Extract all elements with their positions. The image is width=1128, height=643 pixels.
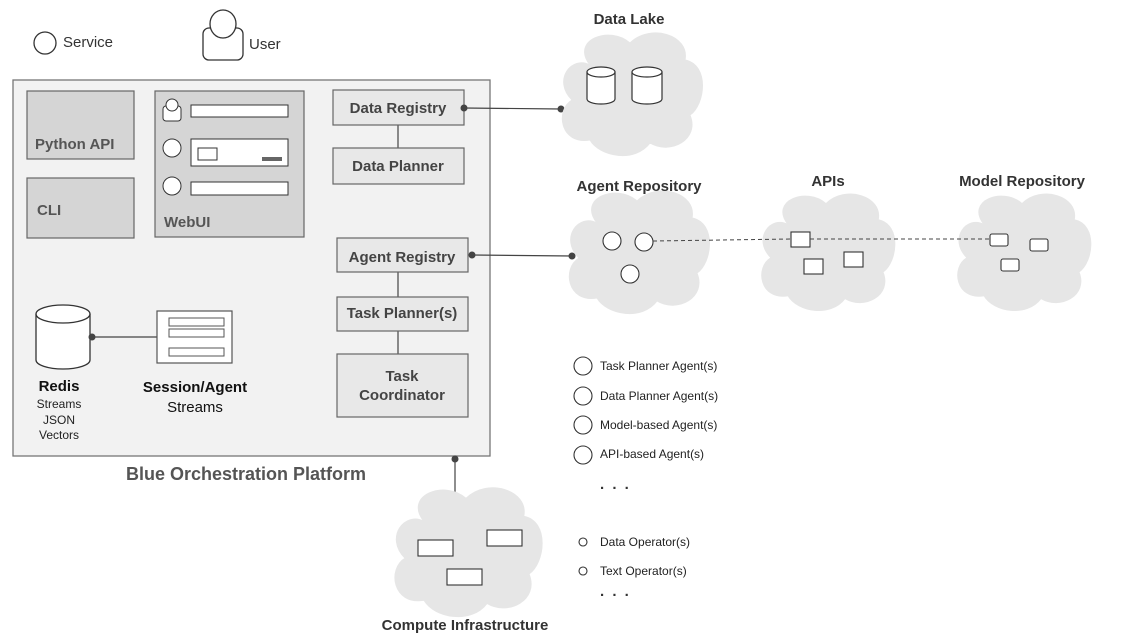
agent-type-label: Task Planner Agent(s) xyxy=(600,359,717,373)
user-legend-label: User xyxy=(249,36,281,53)
python-api-label: Python API xyxy=(35,136,114,153)
model-icon xyxy=(989,233,1009,247)
agent-repository-cloud xyxy=(568,190,710,315)
redis-line: Streams xyxy=(37,397,82,411)
webui-service-icon xyxy=(162,176,182,196)
agent-repository-label: Agent Repository xyxy=(576,178,702,195)
agent-type-icon xyxy=(573,415,593,435)
webui-input-bar xyxy=(190,181,289,196)
ellipsis: . . . xyxy=(600,476,631,493)
connector-dot xyxy=(451,455,459,463)
connector-dot xyxy=(468,251,476,259)
operator-type-label: Data Operator(s) xyxy=(600,535,690,549)
session-streams-icon xyxy=(156,310,233,364)
connector-dot xyxy=(460,104,468,112)
compute-node-icon xyxy=(417,539,454,557)
database-icon xyxy=(631,66,663,105)
database-icon xyxy=(586,66,616,105)
task-coordinator-box[interactable] xyxy=(336,353,469,418)
model-icon xyxy=(1000,258,1020,272)
compute-label: Compute Infrastructure xyxy=(382,617,549,634)
compute-node-icon xyxy=(446,568,483,586)
dashed-link xyxy=(652,238,792,242)
apis-cloud xyxy=(761,193,896,312)
connector-line xyxy=(471,254,573,257)
cli-label: CLI xyxy=(37,202,61,219)
connector-dot xyxy=(557,105,565,113)
agent-registry-label: Agent Registry xyxy=(349,249,456,266)
data-planner-box[interactable] xyxy=(332,147,465,185)
webui-box[interactable]: WebUI xyxy=(154,90,305,238)
ellipsis: . . . xyxy=(600,583,631,600)
redis-title: Redis xyxy=(39,378,80,395)
redis-database-icon xyxy=(35,304,91,370)
webui-input-bar xyxy=(190,104,289,118)
agent-type-label: Model-based Agent(s) xyxy=(600,418,717,432)
compute-cloud xyxy=(394,487,543,618)
webui-panel-slider xyxy=(262,157,282,161)
task-planner-box[interactable] xyxy=(336,296,469,332)
service-legend-label: Service xyxy=(63,34,113,51)
api-icon xyxy=(843,251,864,268)
legend: Service User xyxy=(33,9,281,61)
operator-type-label: Text Operator(s) xyxy=(600,564,687,578)
connector-line xyxy=(463,107,562,110)
model-repository-label: Model Repository xyxy=(959,173,1086,190)
webui-label: WebUI xyxy=(164,214,210,231)
session-label-line2: Streams xyxy=(167,399,223,416)
agent-type-icon xyxy=(573,445,593,465)
session-label-line1: Session/Agent xyxy=(143,379,247,396)
operator-types-list: Data Operator(s) Text Operator(s) . . . xyxy=(578,535,690,600)
task-coordinator-label-line1: Task xyxy=(385,368,419,385)
connector-dot xyxy=(568,252,576,260)
agent-registry-box[interactable] xyxy=(336,237,469,273)
data-lake-cloud xyxy=(561,32,703,157)
task-coordinator-label-line2: Coordinator xyxy=(359,387,445,404)
data-planner-label: Data Planner xyxy=(352,158,444,175)
agent-service-icon xyxy=(634,232,654,252)
compute-node-icon xyxy=(486,529,523,547)
agent-service-icon xyxy=(602,231,622,251)
platform-title: Blue Orchestration Platform xyxy=(126,464,366,484)
operator-type-icon xyxy=(578,566,588,576)
api-icon xyxy=(790,231,811,248)
cli-box[interactable] xyxy=(26,177,135,239)
service-legend-icon xyxy=(33,31,57,55)
agent-type-label: API-based Agent(s) xyxy=(600,447,704,461)
agent-type-icon xyxy=(573,356,593,376)
operator-type-icon xyxy=(578,537,588,547)
data-lake-label: Data Lake xyxy=(594,11,665,28)
webui-service-icon xyxy=(162,138,182,158)
connector-dot xyxy=(88,333,96,341)
agent-type-icon xyxy=(573,386,593,406)
data-registry-box[interactable] xyxy=(332,89,465,126)
model-repository-cloud xyxy=(957,193,1092,312)
data-registry-label: Data Registry xyxy=(350,100,447,117)
user-legend-icon xyxy=(202,9,244,61)
agent-type-label: Data Planner Agent(s) xyxy=(600,389,718,403)
redis-line: Vectors xyxy=(39,428,79,442)
agent-types-list: Task Planner Agent(s) Data Planner Agent… xyxy=(573,356,718,493)
agent-service-icon xyxy=(620,264,640,284)
webui-user-icon xyxy=(162,98,182,122)
python-api-box[interactable] xyxy=(26,90,135,160)
model-icon xyxy=(1029,238,1049,252)
webui-panel-widget xyxy=(197,147,218,161)
api-icon xyxy=(803,258,824,275)
task-planner-label: Task Planner(s) xyxy=(347,305,458,322)
redis-line: JSON xyxy=(43,413,75,427)
apis-label: APIs xyxy=(811,173,844,190)
